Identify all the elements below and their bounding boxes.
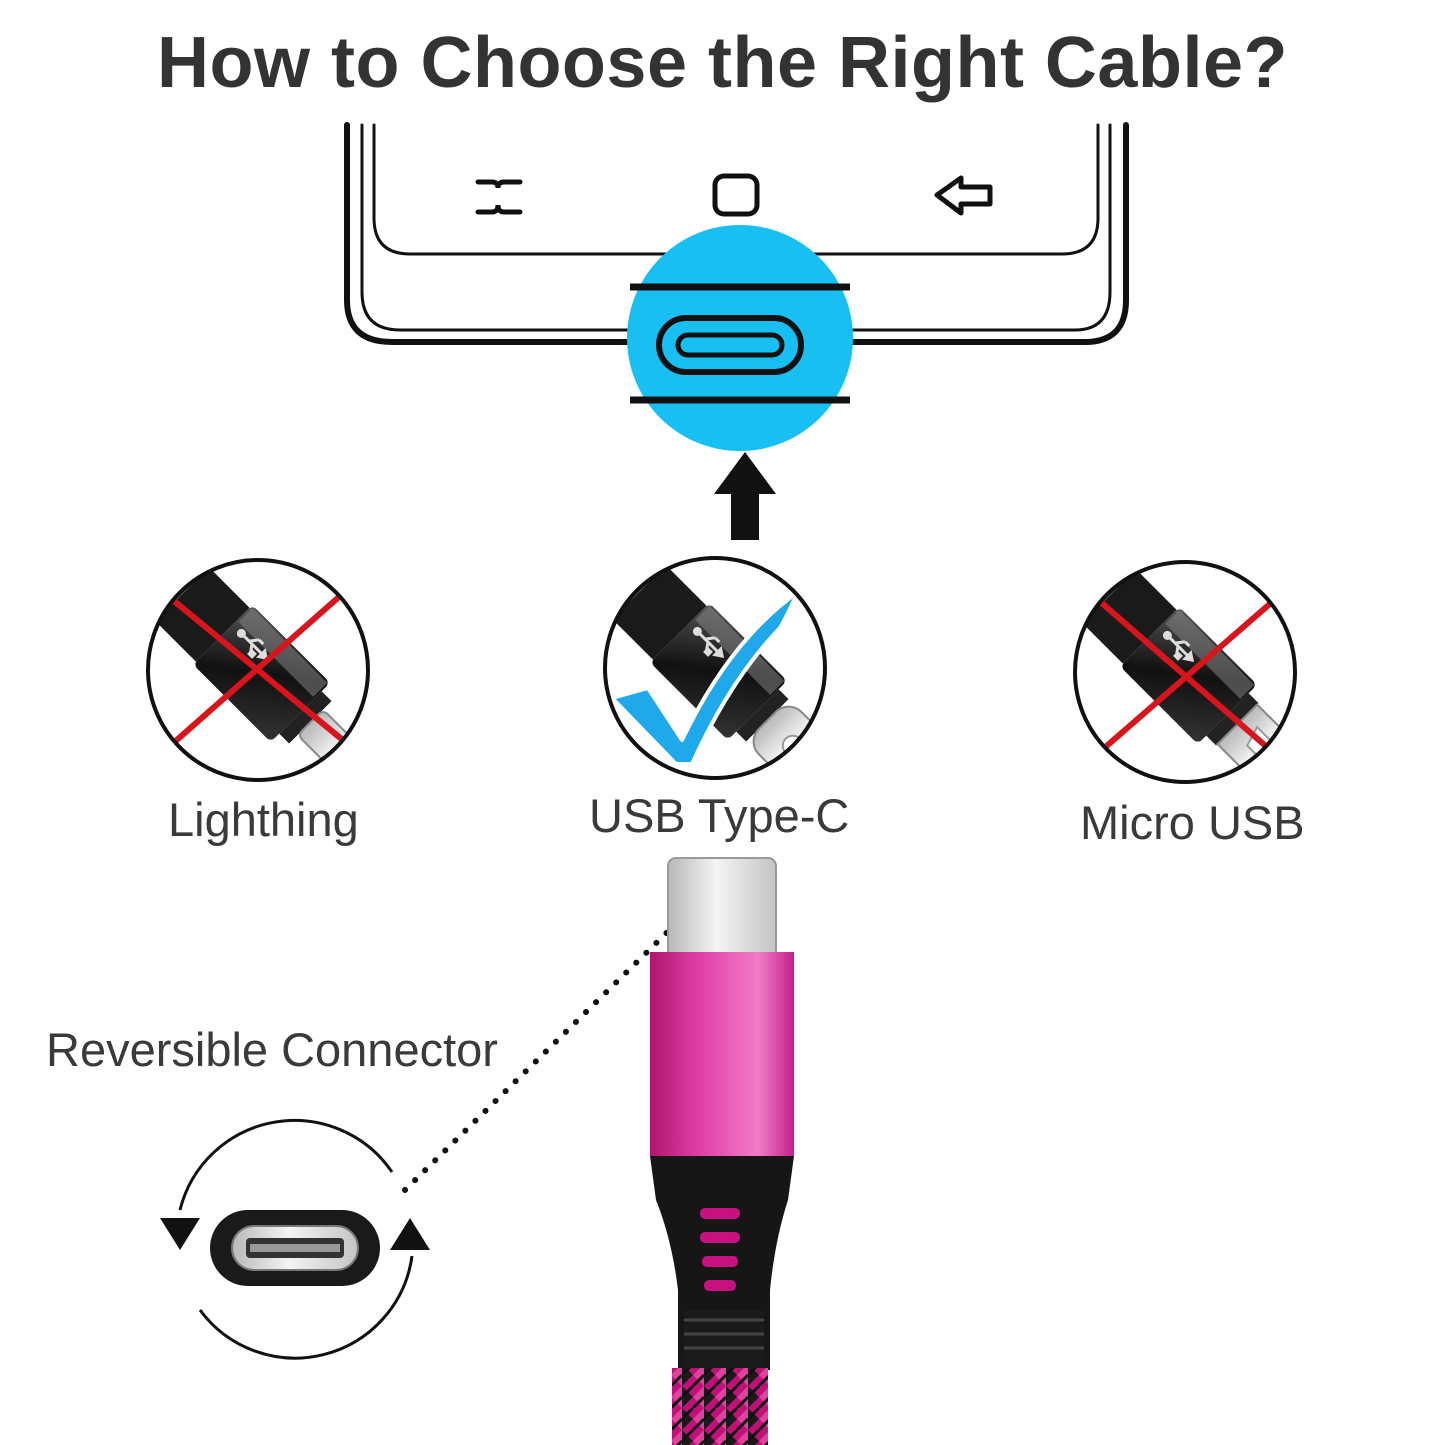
checkmark-icon <box>610 590 800 766</box>
usb-symbol-icon <box>692 626 725 659</box>
lightning-option <box>146 558 370 782</box>
usb-symbol-icon <box>236 628 269 661</box>
arrow-up-icon <box>714 452 776 540</box>
recent-apps-icon <box>475 179 523 215</box>
usb-type-c-option <box>603 556 827 780</box>
reversible-connector-label: Reversible Connector <box>46 1023 498 1076</box>
pointer-dotted-line <box>402 897 703 1193</box>
usb-c-cable <box>650 857 794 1445</box>
rotate-arrows-icon <box>160 1218 200 1250</box>
option-label-micro-usb: Micro USB <box>1080 796 1305 849</box>
port-highlight <box>627 225 853 451</box>
option-label-lightning: Lighthing <box>168 793 359 846</box>
home-icon <box>712 173 760 217</box>
usb-symbol-icon <box>1162 630 1195 663</box>
micro-usb-option <box>1073 560 1297 784</box>
page-title: How to Choose the Right Cable? <box>157 23 1288 103</box>
reversible-connector-diagram <box>160 1119 430 1360</box>
option-label-usb-type-c: USB Type-C <box>589 789 850 842</box>
back-icon <box>934 175 993 216</box>
